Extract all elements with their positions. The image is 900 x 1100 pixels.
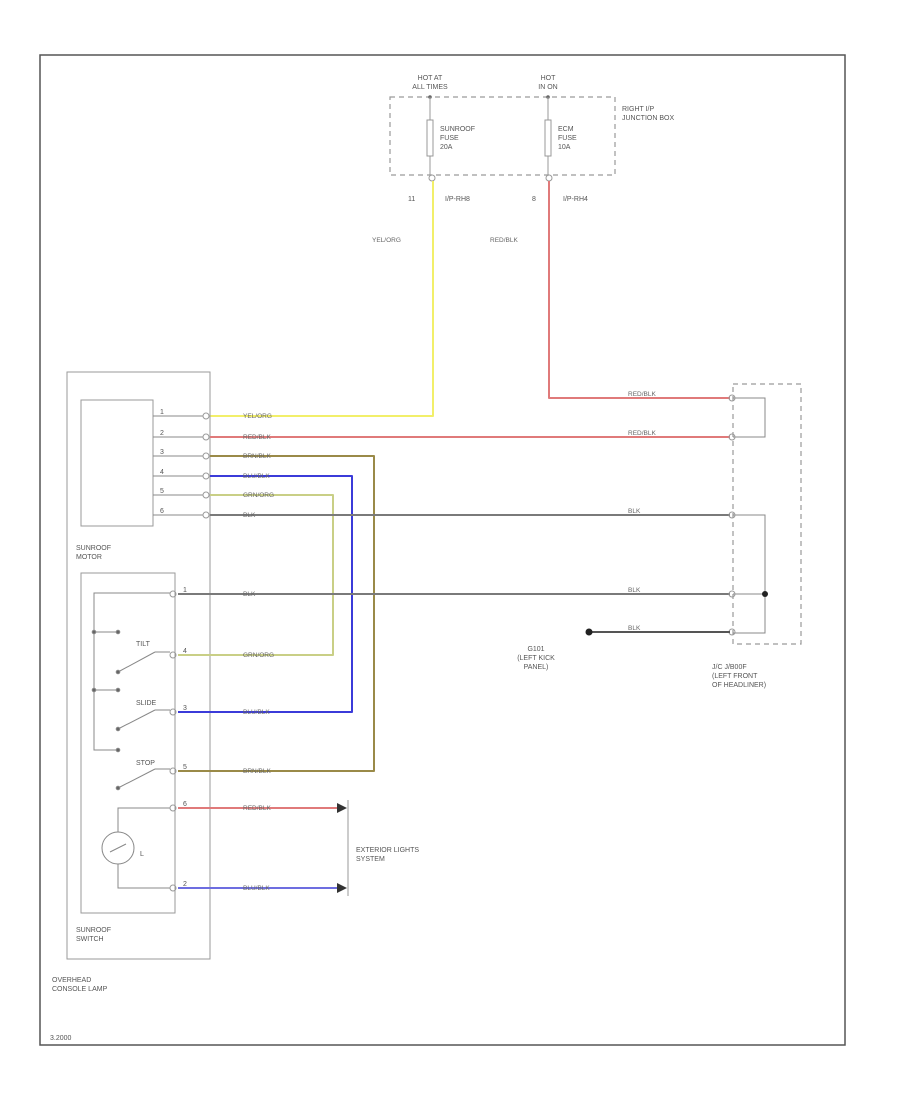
sunroof-switch-box [80,572,176,914]
motor-wire-label: BRN/BLK [243,453,271,460]
joint-pin [728,511,736,519]
joint-pin [728,590,736,598]
pin-11-label: 11 [408,196,415,203]
motor-pin-2 [202,433,210,441]
motor-pin-number: 3 [160,449,164,456]
conn-iprh4-label: I/P-RH4 [563,196,588,203]
switch-wire-label: BRN/BLK [243,768,271,775]
slide-contact-label: SLIDE [136,700,157,707]
yel-org-feed-label: YEL/ORG [372,237,401,244]
motor-wire-label: GRN/ORG [243,492,274,499]
switch-wire-label: GRN/ORG [243,652,274,659]
joint-wire-label: BLK [628,508,641,515]
lamp-bulb-icon [101,807,170,889]
switch-pin-5 [169,767,177,775]
motor-pin-1 [202,412,210,420]
conn-iprh8-label: I/P-RH8 [445,196,470,203]
motor-pin-number: 1 [160,409,164,416]
motor-wire-label: RED/BLK [243,434,271,441]
switch-pin-4 [169,651,177,659]
stop-contact-label: STOP [136,760,155,767]
joint-wire-label: RED/BLK [628,391,656,398]
motor-pin-number: 5 [160,488,164,495]
joint-wire-label: BLK [628,625,641,632]
motor-pin-5 [202,491,210,499]
wire-labels: YEL/ORG RED/BLK BRN/BLK BLU/BLK GRN/ORG BLK BL… [243,413,274,892]
motor-pin-4 [202,472,210,480]
yellow-wire [210,181,434,417]
switch-pin-number: 4 [183,648,187,655]
bulb-label: L [140,851,144,858]
green-wire [178,494,334,656]
motor-wire-label: YEL/ORG [243,413,272,420]
switch-pin-2 [169,884,177,892]
brown-wire [178,455,375,772]
joint-pin [728,394,736,402]
tilt-contact-label: TILT [136,641,151,648]
switch-pins: 1 4 3 5 6 2 [169,587,187,892]
arrow-red-icon [337,803,347,813]
switch-pin-number: 2 [183,881,187,888]
motor-pins: 1 2 3 4 5 6 [153,409,210,519]
switch-pin-number: 5 [183,764,187,771]
motor-wire-label: BLK [243,512,256,519]
footer-code: 3.2000 [50,1035,72,1042]
joint-connector: RED/BLK RED/BLK BLK BLK BLK [628,383,802,645]
motor-pin-3 [202,452,210,460]
switch-pin-number: 3 [183,705,187,712]
overhead-console-lamp-box [66,371,211,960]
switch-wire-label: RED/BLK [243,805,271,812]
switch-pin-1 [169,590,177,598]
ecm-fuse-icon [544,119,552,157]
joint-wire-label: RED/BLK [628,430,656,437]
pin-8-label: 8 [532,196,536,203]
switch-wire-label: BLK [243,591,256,598]
motor-pin-number: 4 [160,469,164,476]
red-blk-feed-label: RED/BLK [490,237,518,244]
switch-pin-3 [169,708,177,716]
ground-point-icon [585,628,593,636]
switch-wire-label: BLU/BLK [243,885,270,892]
motor-wire-label: BLU/BLK [243,473,270,480]
motor-pin-number: 6 [160,508,164,515]
motor-pin-number: 2 [160,430,164,437]
switch-wire-label: BLU/BLK [243,709,270,716]
joint-wire-label: BLK [628,587,641,594]
motor-pin-6 [202,511,210,519]
joint-pin [728,433,736,441]
switch-pin-number: 6 [183,801,187,808]
switch-pin-number: 1 [183,587,187,594]
switch-pin-6 [169,804,177,812]
diagram-frame [39,54,846,1046]
arrow-blue-icon [337,883,347,893]
red-feed-wire [548,181,730,399]
sunroof-motor-box [80,399,154,527]
switch-contacts [91,592,170,791]
sunroof-fuse-icon [426,119,434,157]
